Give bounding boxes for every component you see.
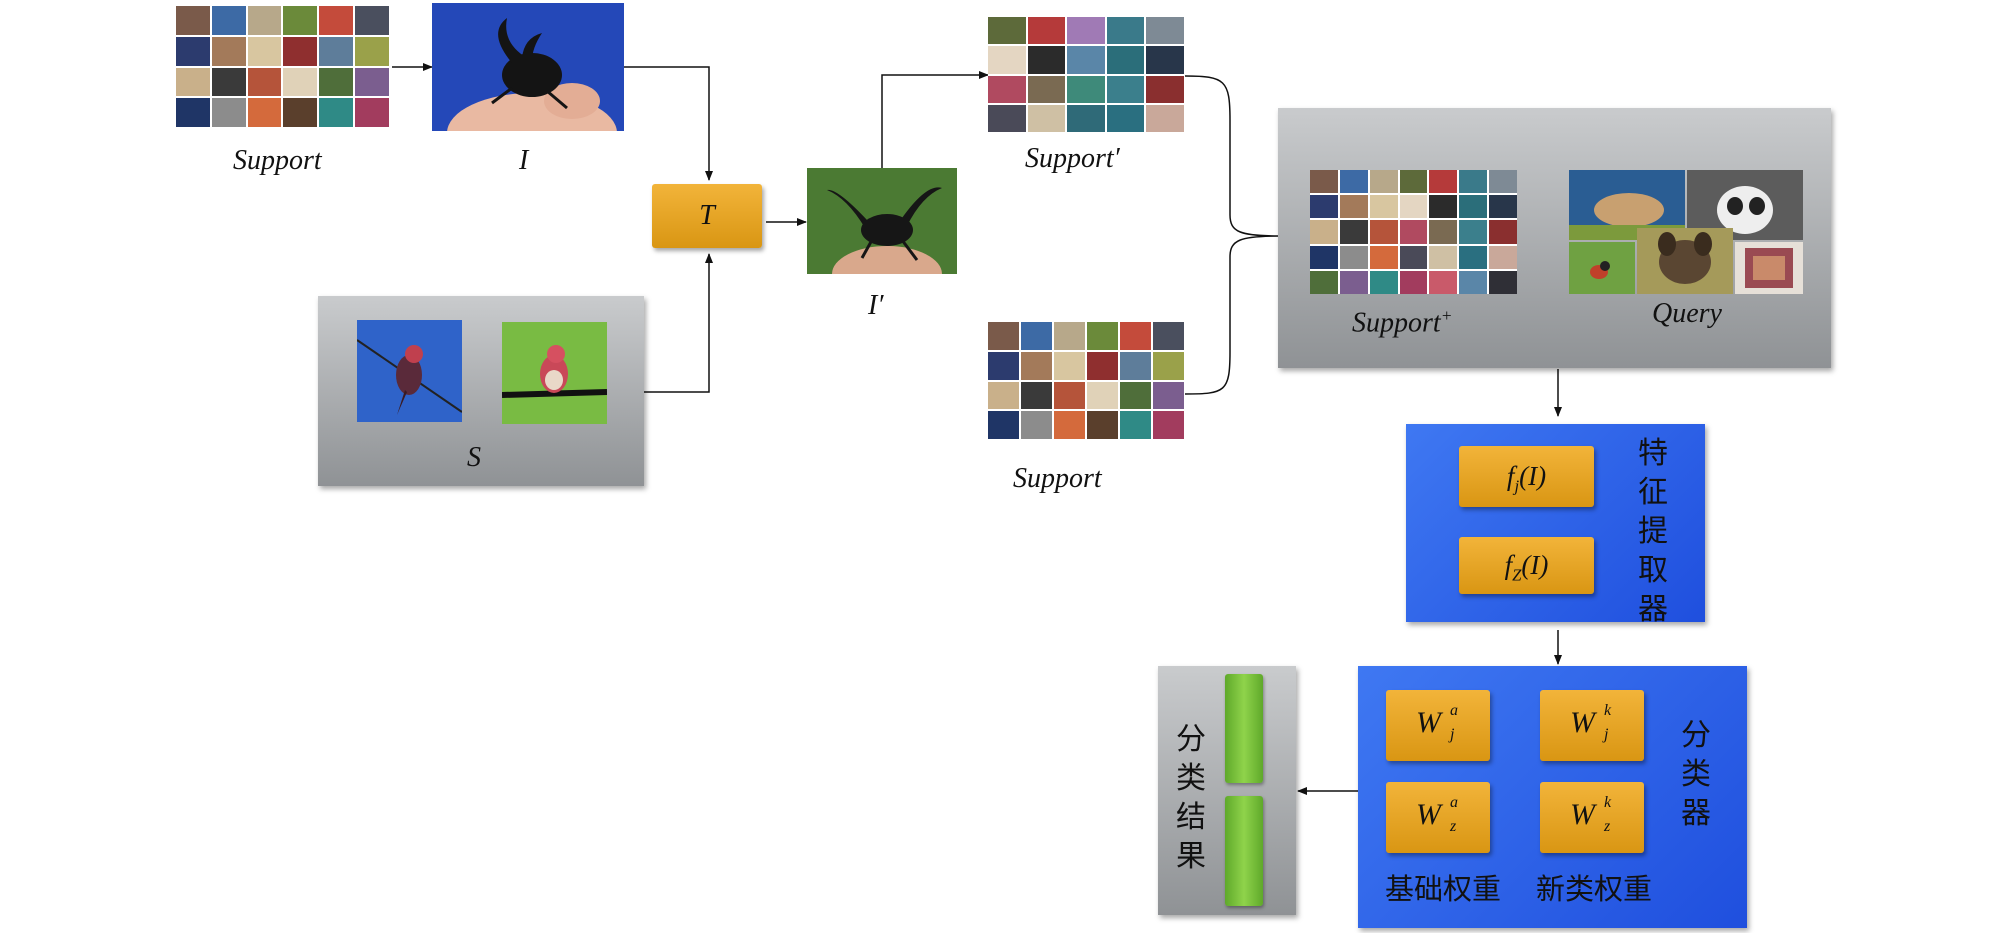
f-j-box: fj(I) bbox=[1459, 446, 1594, 507]
fe-char-3: 取 bbox=[1638, 553, 1668, 588]
result-bar-top bbox=[1225, 674, 1263, 783]
support-prime-label: Support′ bbox=[1025, 143, 1120, 174]
f-j-arg: (I) bbox=[1519, 461, 1547, 491]
cls-char-2: 器 bbox=[1681, 796, 1711, 831]
support-plus-label: Support+ bbox=[1352, 306, 1452, 339]
cls-char-0: 分 bbox=[1681, 718, 1711, 753]
f-j-func: f bbox=[1506, 461, 1515, 491]
w-kj-box: W k j bbox=[1540, 690, 1644, 761]
w-az-sup: a bbox=[1450, 794, 1458, 811]
result-title: 分 类 结 果 bbox=[1176, 720, 1206, 876]
res-char-2: 结 bbox=[1176, 800, 1206, 835]
res-char-0: 分 bbox=[1176, 722, 1206, 757]
f-j-sub: j bbox=[1514, 476, 1520, 496]
query-label: Query bbox=[1652, 298, 1722, 329]
beetle-image-i bbox=[432, 3, 624, 131]
w-kz-sub: z bbox=[1604, 818, 1611, 835]
support-plus-mosaic bbox=[1310, 170, 1517, 294]
arrow-iprime-to-supportprime bbox=[881, 71, 989, 168]
bird-image-blue bbox=[357, 320, 462, 422]
f-z-arg: (I) bbox=[1521, 550, 1549, 580]
i-prime-label: I′ bbox=[868, 290, 884, 321]
support-plus-sup: + bbox=[1440, 306, 1453, 325]
query-photo-seal bbox=[1569, 170, 1685, 240]
w-kj-sup: k bbox=[1604, 702, 1612, 719]
w-az-box: W a z bbox=[1386, 782, 1490, 853]
support-top-label: Support bbox=[233, 145, 322, 176]
w-az-sub: z bbox=[1450, 818, 1457, 835]
query-photo-rug bbox=[1735, 242, 1803, 294]
arrow-s-to-t bbox=[644, 253, 713, 393]
query-collage bbox=[1569, 170, 1803, 294]
res-char-1: 类 bbox=[1176, 761, 1206, 796]
w-aj-sup: a bbox=[1450, 702, 1458, 719]
arrow-i-to-t bbox=[624, 66, 713, 181]
query-photo-wilddog bbox=[1637, 228, 1733, 294]
t-label: T bbox=[699, 200, 715, 231]
fe-char-4: 器 bbox=[1638, 592, 1668, 627]
support-mosaic-top bbox=[176, 6, 389, 127]
beetle-image-i-prime bbox=[807, 168, 957, 274]
transform-t-box: T bbox=[652, 184, 762, 248]
w-aj-sub: j bbox=[1450, 726, 1455, 743]
query-photo-dog-bw bbox=[1687, 170, 1803, 240]
feature-extractor-title: 特 征 提 取 器 bbox=[1638, 434, 1668, 629]
base-weights-label: 基础权重 bbox=[1385, 872, 1502, 906]
cls-char-1: 类 bbox=[1681, 757, 1711, 792]
f-z-box: fZ(I) bbox=[1459, 537, 1594, 594]
f-z-func: f bbox=[1504, 550, 1513, 580]
bird-image-green bbox=[502, 322, 607, 424]
w-aj-box: W a j bbox=[1386, 690, 1490, 761]
f-z-sub: Z bbox=[1512, 565, 1522, 585]
classifier-title: 分 类 器 bbox=[1681, 716, 1711, 833]
support-mosaic-bottom bbox=[988, 322, 1184, 439]
w-aj-symbol: W bbox=[1416, 706, 1441, 739]
w-kj-sub: j bbox=[1604, 726, 1609, 743]
query-photo-bird bbox=[1569, 242, 1635, 294]
novel-weights-label: 新类权重 bbox=[1536, 872, 1653, 906]
s-label: S bbox=[467, 442, 481, 473]
support-plus-text: Support bbox=[1352, 307, 1441, 339]
brace-merge bbox=[1184, 75, 1281, 395]
fe-char-0: 特 bbox=[1638, 436, 1668, 471]
w-kj-symbol: W bbox=[1570, 706, 1595, 739]
support-prime-mosaic bbox=[988, 17, 1184, 132]
res-char-3: 果 bbox=[1176, 839, 1206, 874]
w-kz-sup: k bbox=[1604, 794, 1612, 811]
w-az-symbol: W bbox=[1416, 798, 1441, 831]
fe-char-1: 征 bbox=[1638, 475, 1668, 510]
support-bottom-label: Support bbox=[1013, 463, 1102, 494]
w-kz-symbol: W bbox=[1570, 798, 1595, 831]
w-kz-box: W k z bbox=[1540, 782, 1644, 853]
fe-char-2: 提 bbox=[1638, 514, 1668, 549]
result-bar-bottom bbox=[1225, 796, 1263, 906]
i-label: I bbox=[519, 145, 529, 176]
